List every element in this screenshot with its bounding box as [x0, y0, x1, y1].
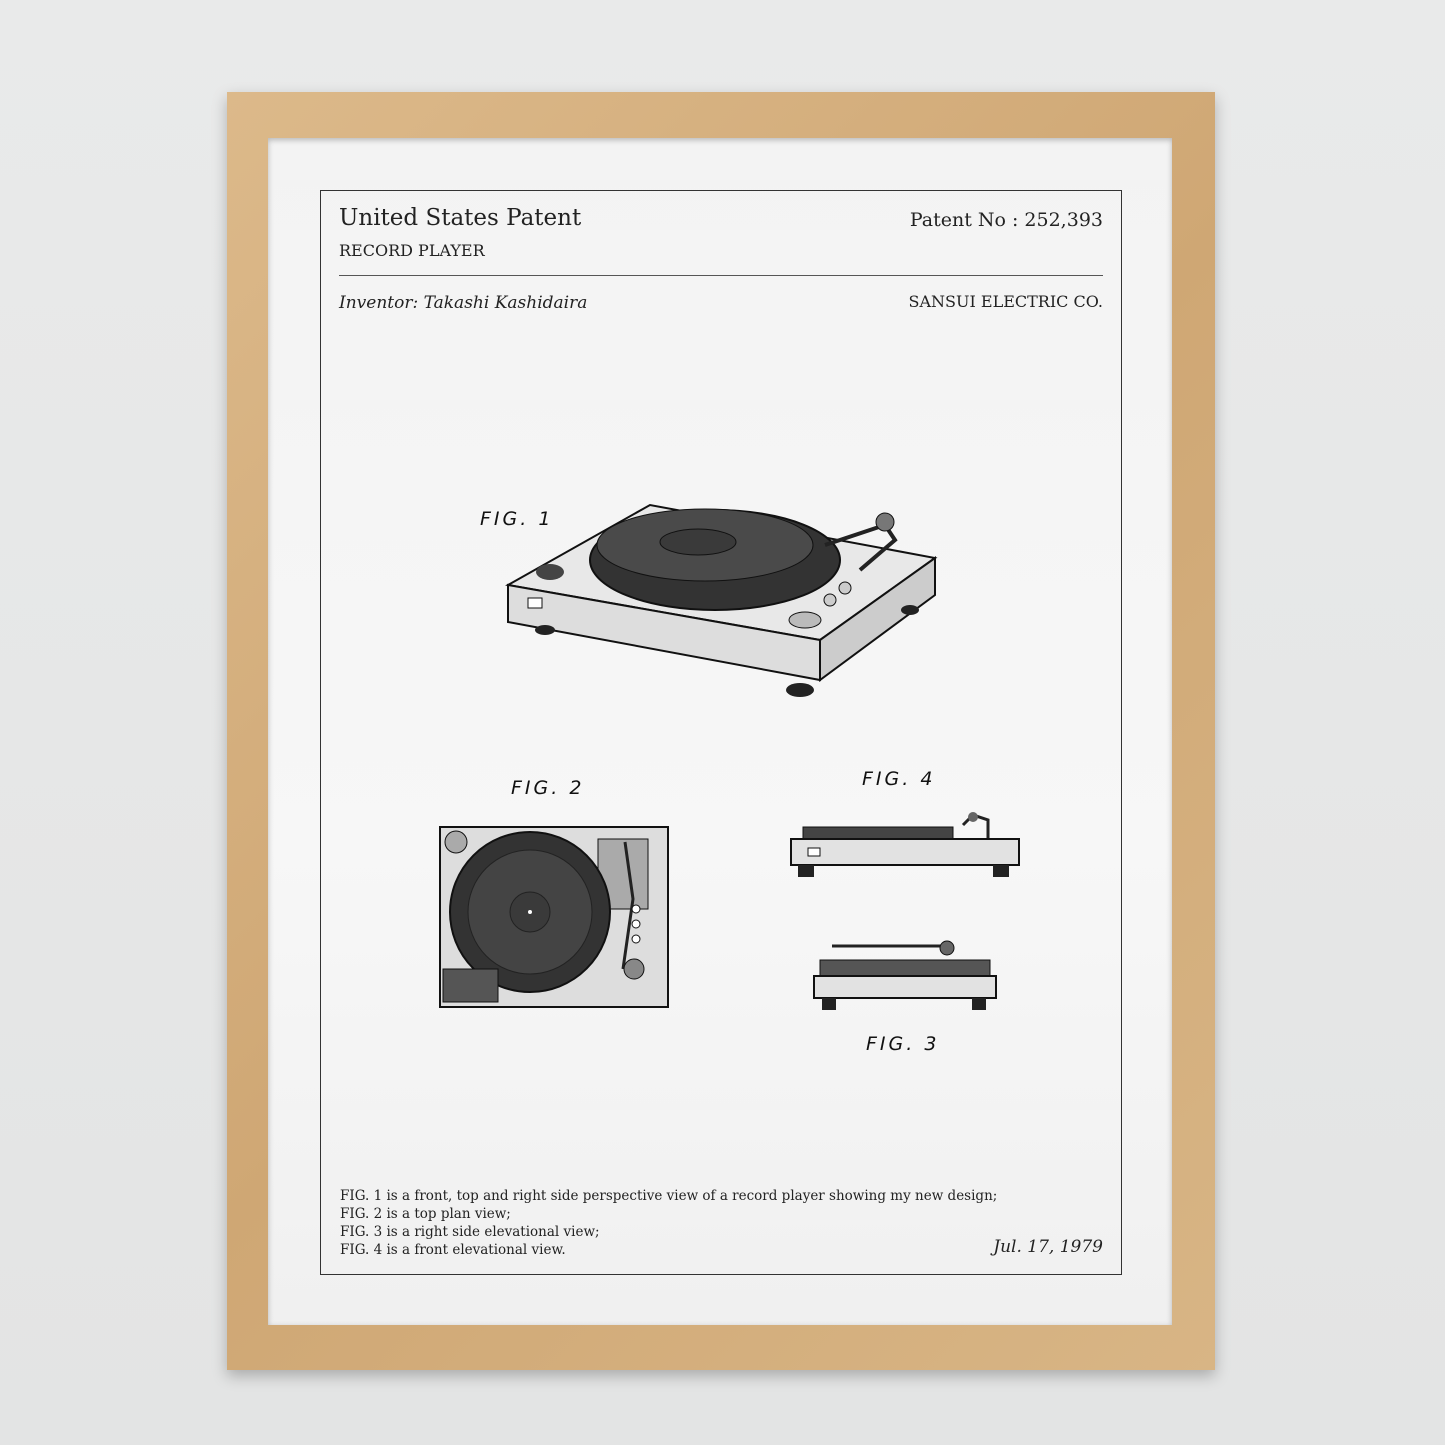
company: SANSUI ELECTRIC CO. [908, 292, 1103, 311]
fig1-label: FIG. 1 [480, 508, 554, 530]
description-line: FIG. 2 is a top plan view; [340, 1206, 511, 1222]
patent-title: United States Patent [339, 205, 582, 231]
description-line: FIG. 4 is a front elevational view. [340, 1242, 566, 1258]
description-line: FIG. 3 is a right side elevational view; [340, 1224, 600, 1240]
fig1-turntable-drawing [505, 503, 938, 697]
mat [268, 138, 1172, 1325]
fig4-label: FIG. 4 [862, 768, 936, 790]
fig3-label: FIG. 3 [866, 1033, 940, 1055]
patent-border: United States Patent RECORD PLAYER Paten… [320, 190, 1122, 1275]
patent-subtitle: RECORD PLAYER [339, 241, 485, 260]
divider [339, 275, 1103, 276]
fig4-turntable-drawing [790, 812, 1020, 877]
figure-descriptions: FIG. 1 is a front, top and right side pe… [340, 1187, 997, 1259]
wooden-frame [227, 92, 1215, 1370]
description-line: FIG. 1 is a front, top and right side pe… [340, 1188, 998, 1204]
patent-date: Jul. 17, 1979 [993, 1237, 1103, 1257]
fig3-turntable-drawing [813, 940, 997, 1010]
fig2-label: FIG. 2 [511, 777, 585, 799]
fig2-turntable-drawing [439, 826, 669, 1008]
patent-number: Patent No : 252,393 [909, 209, 1103, 231]
inventor: Inventor: Takashi Kashidaira [339, 293, 588, 313]
